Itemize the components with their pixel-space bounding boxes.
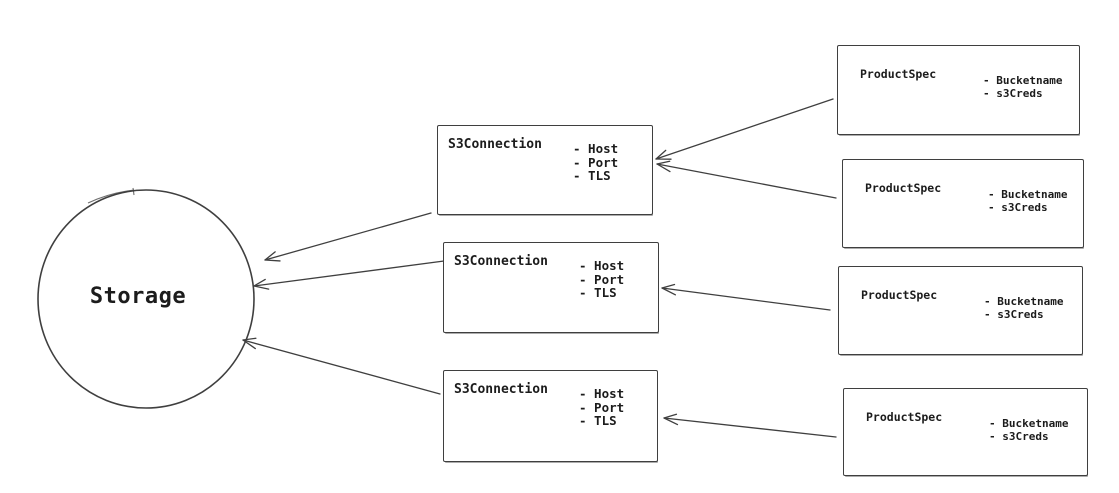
s3connection-2-title: S3Connection — [454, 254, 548, 269]
attribute-item: - Bucketname — [989, 417, 1069, 430]
s3connection-1-attributes: - Host - Port - TLS — [573, 142, 618, 183]
attribute-item: - Port — [579, 399, 625, 415]
productspec-4-attributes: - Bucketname - s3Creds — [989, 417, 1069, 443]
attribute-item: - Bucketname — [983, 74, 1063, 87]
arrowhead-icon — [264, 251, 281, 262]
edge-productspec-2-to-s3connection-1 — [656, 160, 837, 199]
productspec-1-node: ProductSpec - Bucketname - s3Creds — [837, 45, 1080, 135]
productspec-1-attributes: - Bucketname - s3Creds — [983, 74, 1063, 100]
s3connection-2-attributes: - Host - Port - TLS — [579, 259, 624, 300]
productspec-2-node: ProductSpec - Bucketname - s3Creds — [842, 159, 1084, 248]
attribute-item: - Port — [579, 271, 625, 287]
productspec-4-title: ProductSpec — [866, 410, 943, 424]
arrowhead-icon — [655, 149, 672, 160]
productspec-3-node: ProductSpec - Bucketname - s3Creds — [838, 266, 1083, 355]
edge-s3connection-3-to-storage — [242, 337, 441, 395]
edge-productspec-3-to-s3connection-2 — [661, 283, 831, 311]
edge-productspec-1-to-s3connection-1 — [655, 98, 834, 160]
arrowhead-icon — [242, 337, 257, 350]
attribute-item: - Port — [573, 154, 619, 170]
s3connection-1-title: S3Connection — [448, 137, 542, 152]
productspec-4-node: ProductSpec - Bucketname - s3Creds — [843, 388, 1088, 476]
attribute-item: - TLS — [573, 168, 611, 183]
storage-node — [37, 189, 255, 409]
arrowhead-icon — [663, 413, 679, 426]
s3connection-3-title: S3Connection — [454, 382, 548, 397]
productspec-1-title: ProductSpec — [860, 67, 937, 81]
attribute-item: - Host — [579, 258, 625, 273]
attribute-item: - Bucketname — [988, 188, 1068, 201]
attribute-item: - s3Creds — [989, 429, 1049, 443]
productspec-2-attributes: - Bucketname - s3Creds — [988, 188, 1068, 214]
productspec-3-title: ProductSpec — [861, 288, 938, 302]
attribute-item: - TLS — [579, 413, 617, 428]
attribute-item: - Host — [573, 141, 619, 156]
attribute-item: - s3Creds — [984, 307, 1044, 321]
attribute-item: - s3Creds — [988, 200, 1048, 214]
edge-s3connection-1-to-storage — [264, 212, 432, 262]
attribute-item: - s3Creds — [983, 86, 1043, 100]
edge-productspec-4-to-s3connection-3 — [663, 413, 837, 438]
s3connection-2-node: S3Connection - Host - Port - TLS — [443, 242, 659, 333]
storage-sketch-mark — [87, 189, 135, 204]
arrowhead-icon — [253, 278, 270, 290]
s3connection-1-node: S3Connection - Host - Port - TLS — [437, 125, 653, 215]
storage-sketch-tick — [132, 187, 135, 196]
s3connection-3-attributes: - Host - Port - TLS — [579, 387, 624, 428]
edge-s3connection-2-to-storage — [253, 260, 445, 290]
arrowhead-icon — [656, 160, 671, 173]
productspec-3-attributes: - Bucketname - s3Creds — [984, 295, 1064, 321]
productspec-2-title: ProductSpec — [865, 181, 942, 195]
s3connection-3-node: S3Connection - Host - Port - TLS — [443, 370, 658, 462]
arrowhead-icon — [661, 283, 677, 296]
attribute-item: - TLS — [579, 285, 617, 300]
attribute-item: - Host — [579, 386, 625, 401]
storage-label: Storage — [89, 284, 187, 309]
attribute-item: - Bucketname — [984, 295, 1064, 308]
